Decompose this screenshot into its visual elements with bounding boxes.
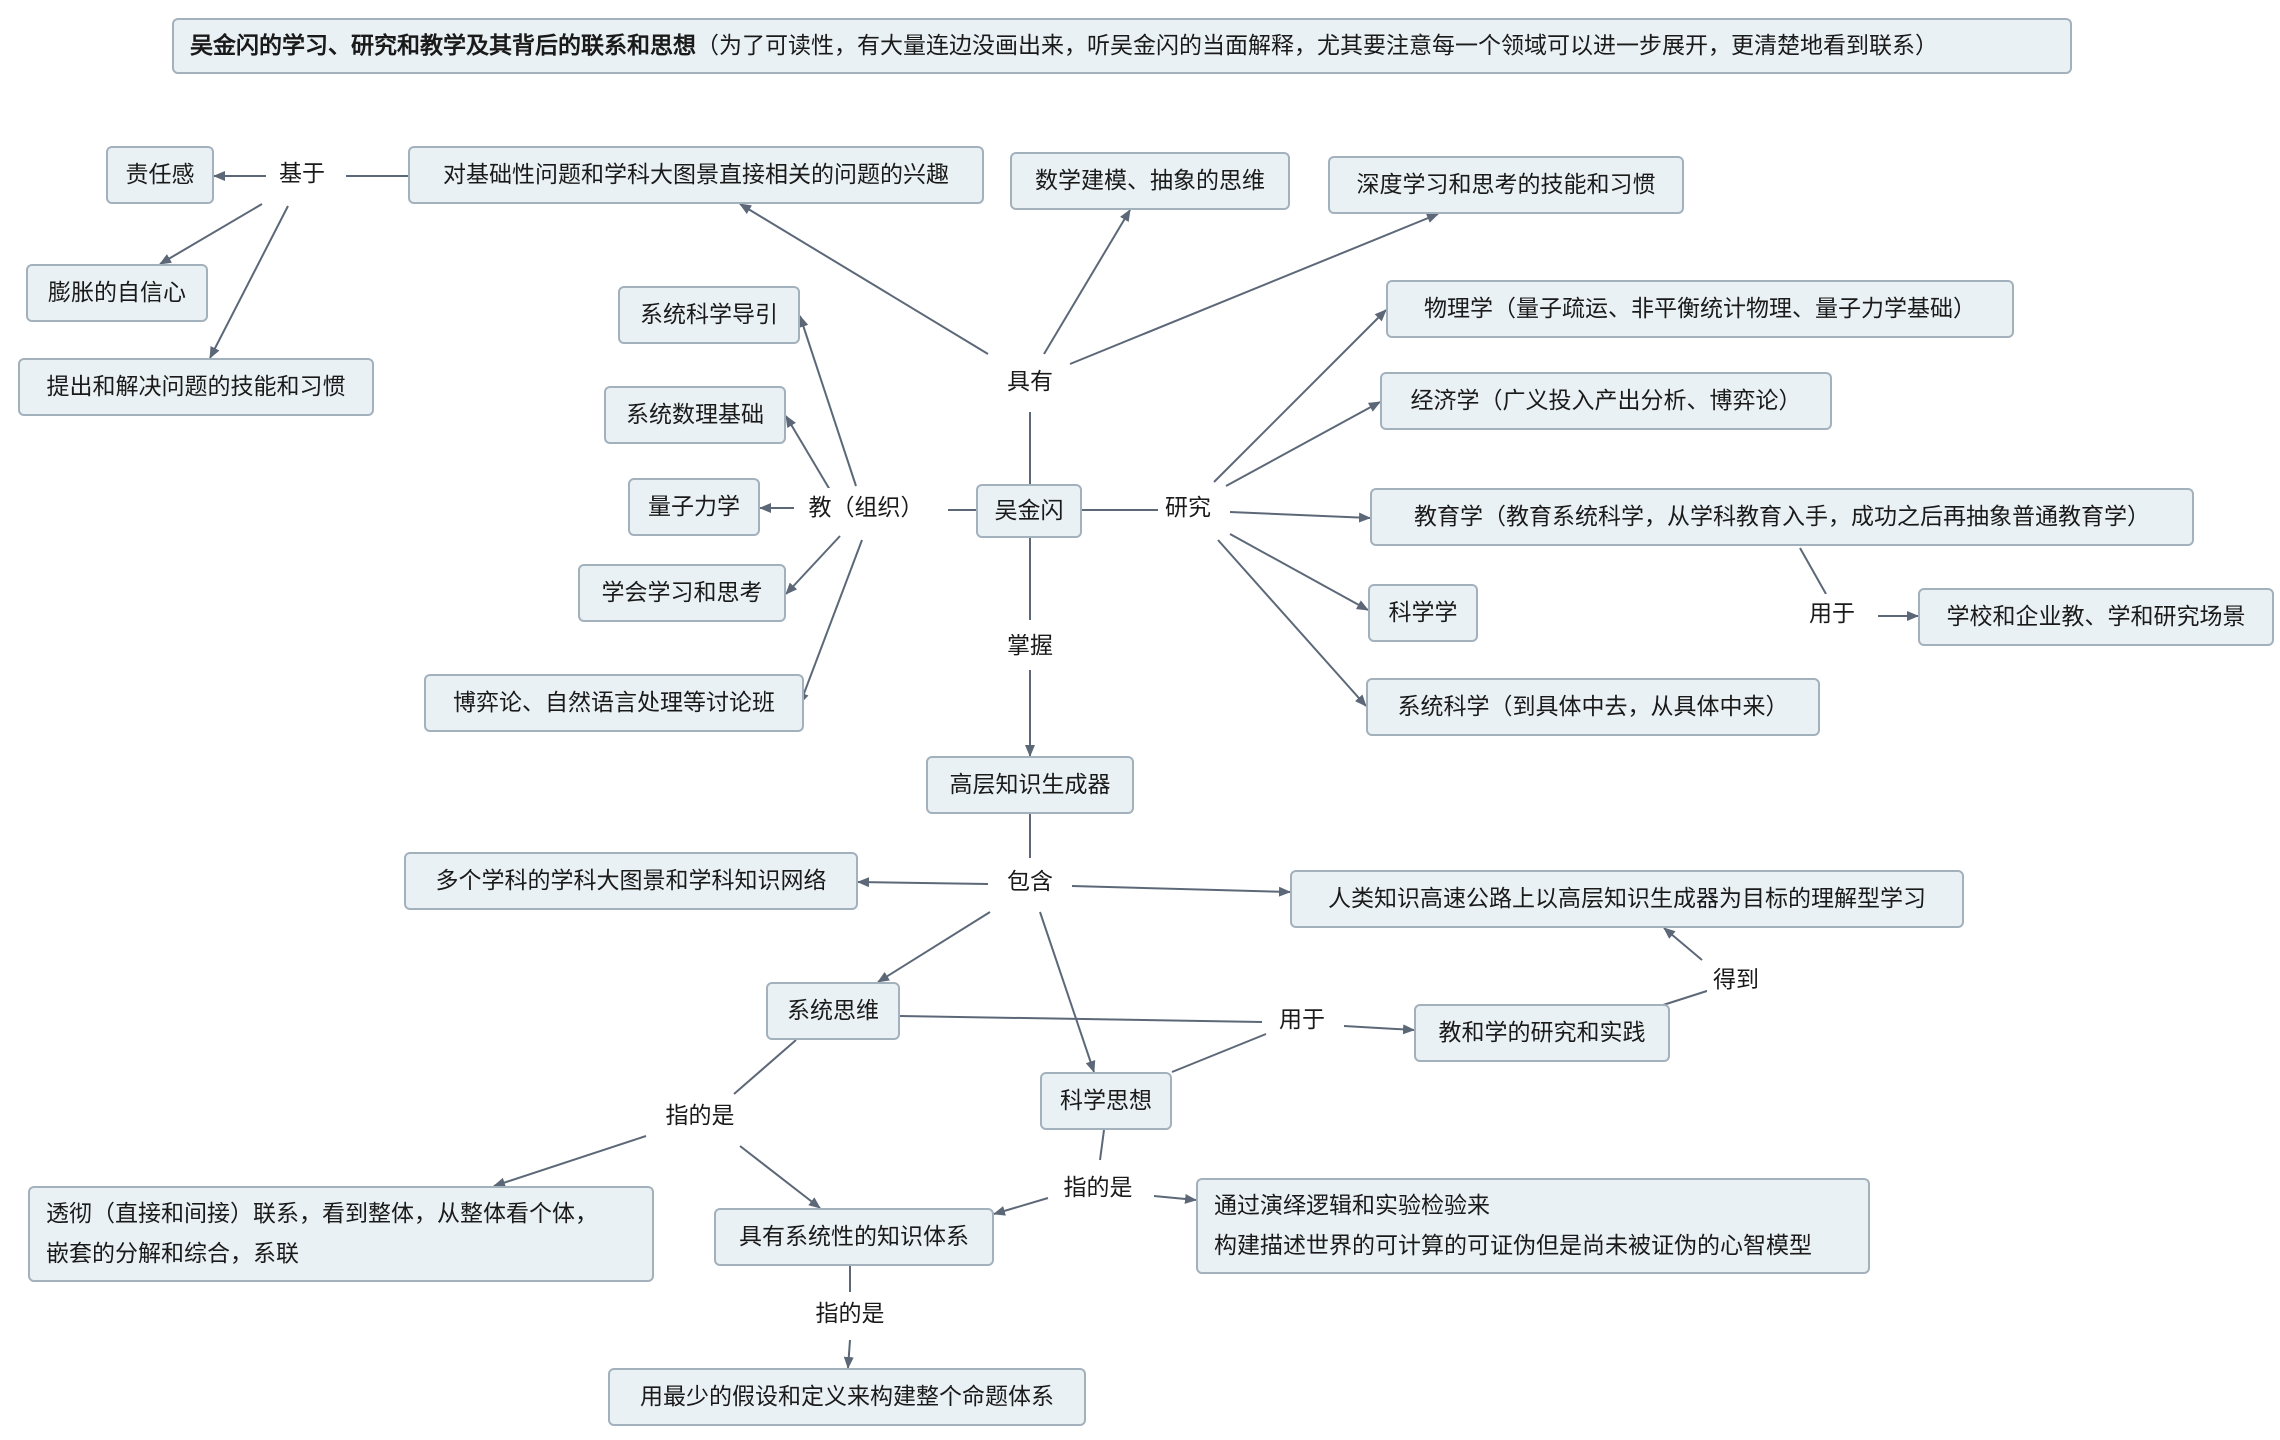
node-responsibility[interactable]: 责任感 [106,146,214,204]
edge-sci-refers [1099,1129,1105,1161]
title-bold: 吴金闪的学习、研究和教学及其背后的联系和思想 [190,33,696,59]
label-master: 掌握 [1001,626,1059,666]
node-deep-learning[interactable]: 深度学习和思考的技能和习惯 [1328,156,1684,214]
node-quantum[interactable]: 量子力学 [628,478,760,536]
edge-research-phys [1213,309,1387,483]
label-has: 具有 [1001,362,1059,402]
edge-contains-big [857,877,989,888]
label-refers-systems: 指的是 [659,1096,741,1136]
edge-edu-usedfor [1799,547,1827,595]
node-systems-thinking[interactable]: 系统思维 [766,982,900,1040]
edge-teach-smath [785,415,831,491]
edge-usedfor-prac [1343,1024,1415,1035]
edge-refers-hol [493,1135,647,1188]
edge-basedon-conf [159,203,263,265]
node-math-model[interactable]: 数学建模、抽象的思维 [1010,152,1290,210]
edge-contains-hwy [1071,885,1291,897]
node-interest[interactable]: 对基础性问题和学科大图景直接相关的问题的兴趣 [408,146,984,204]
label-based-on: 基于 [273,154,331,194]
edge-refers-know2 [993,1197,1049,1216]
edge-teach-ssi [798,315,857,487]
edge-contains-sci [1039,911,1096,1073]
node-generator[interactable]: 高层知识生成器 [926,756,1134,814]
node-economics[interactable]: 经济学（广义投入产出分析、博弈论） [1380,372,1832,430]
node-deductive-line2: 构建描述世界的可计算的可证伪但是尚未被证伪的心智模型 [1214,1233,1812,1259]
edge-contains-syst [877,911,991,983]
diagram-title: 吴金闪的学习、研究和教学及其背后的联系和思想（为了可读性，有大量连边没画出来，听… [172,18,2072,74]
edge-syst-usedfor [899,1015,1263,1023]
edge-research-econ [1225,401,1381,487]
edge-research-edu [1229,511,1371,523]
node-learn-think[interactable]: 学会学习和思考 [578,564,786,622]
node-school[interactable]: 学校和企业教、学和研究场景 [1918,588,2274,646]
edge-prac-obtain [1659,989,1711,1007]
label-refers-knowledge: 指的是 [809,1294,891,1334]
edge-teach-learn [785,535,841,595]
edge-has-math [1043,209,1131,355]
edge-syst-refers [733,1039,797,1095]
node-teaching-research[interactable]: 教和学的研究和实践 [1414,1004,1670,1062]
node-deductive-line1: 通过演绎逻辑和实验检验来 [1214,1193,1490,1219]
label-used-for-school: 用于 [1803,594,1861,634]
label-teach: 教（组织） [802,488,930,528]
node-minimal-axioms[interactable]: 用最少的假设和定义来构建整个命题体系 [608,1368,1086,1426]
node-systems-science-intro[interactable]: 系统科学导引 [618,286,800,344]
node-center[interactable]: 吴金闪 [976,484,1082,538]
edge-refers-know [739,1145,821,1209]
node-education[interactable]: 教育学（教育系统科学，从学科教育入手，成功之后再抽象普通教育学） [1370,488,2194,546]
node-holistic[interactable]: 透彻（直接和间接）联系，看到整体，从整体看个体， 嵌套的分解和综合，系联 [28,1186,654,1282]
edge-research-sos [1229,533,1369,611]
node-knowledge-system[interactable]: 具有系统性的知识体系 [714,1208,994,1266]
label-refers-science: 指的是 [1057,1168,1139,1208]
node-science-of-science[interactable]: 科学学 [1368,584,1478,642]
edge-has-deep [1069,213,1439,365]
label-research: 研究 [1159,488,1217,528]
label-obtain: 得到 [1707,960,1765,1000]
node-systems-science[interactable]: 系统科学（到具体中去，从具体中来） [1366,678,1820,736]
edge-teach-sem [799,539,863,705]
node-systems-math[interactable]: 系统数理基础 [604,386,786,444]
node-deductive[interactable]: 通过演绎逻辑和实验检验来 构建描述世界的可计算的可证伪但是尚未被证伪的心智模型 [1196,1178,1870,1274]
node-holistic-line1: 透彻（直接和间接）联系，看到整体，从整体看个体， [46,1201,598,1227]
edge-refers-min [843,1339,854,1369]
edge-has-interest [739,203,989,355]
node-confidence[interactable]: 膨胀的自信心 [26,264,208,322]
edge-refers-ded [1153,1193,1197,1204]
edge-research-ss [1217,539,1367,707]
node-seminar[interactable]: 博弈论、自然语言处理等讨论班 [424,674,804,732]
node-highway[interactable]: 人类知识高速公路上以高层知识生成器为目标的理解型学习 [1290,870,1964,928]
node-problem-skills[interactable]: 提出和解决问题的技能和习惯 [18,358,374,416]
edge-sci-usedfor [1171,1033,1267,1073]
node-physics[interactable]: 物理学（量子疏运、非平衡统计物理、量子力学基础） [1386,280,2014,338]
label-used-for-practice: 用于 [1273,1000,1331,1040]
edge-obtain-hwy [1663,927,1703,961]
node-scientific-thinking[interactable]: 科学思想 [1040,1072,1172,1130]
node-big-picture[interactable]: 多个学科的学科大图景和学科知识网络 [404,852,858,910]
node-holistic-line2: 嵌套的分解和综合，系联 [46,1241,299,1267]
label-contains: 包含 [1001,862,1059,902]
edge-basedon-skills [209,205,289,359]
title-rest: （为了可读性，有大量连边没画出来，听吴金闪的当面解释，尤其要注意每一个领域可以进… [696,33,1938,59]
